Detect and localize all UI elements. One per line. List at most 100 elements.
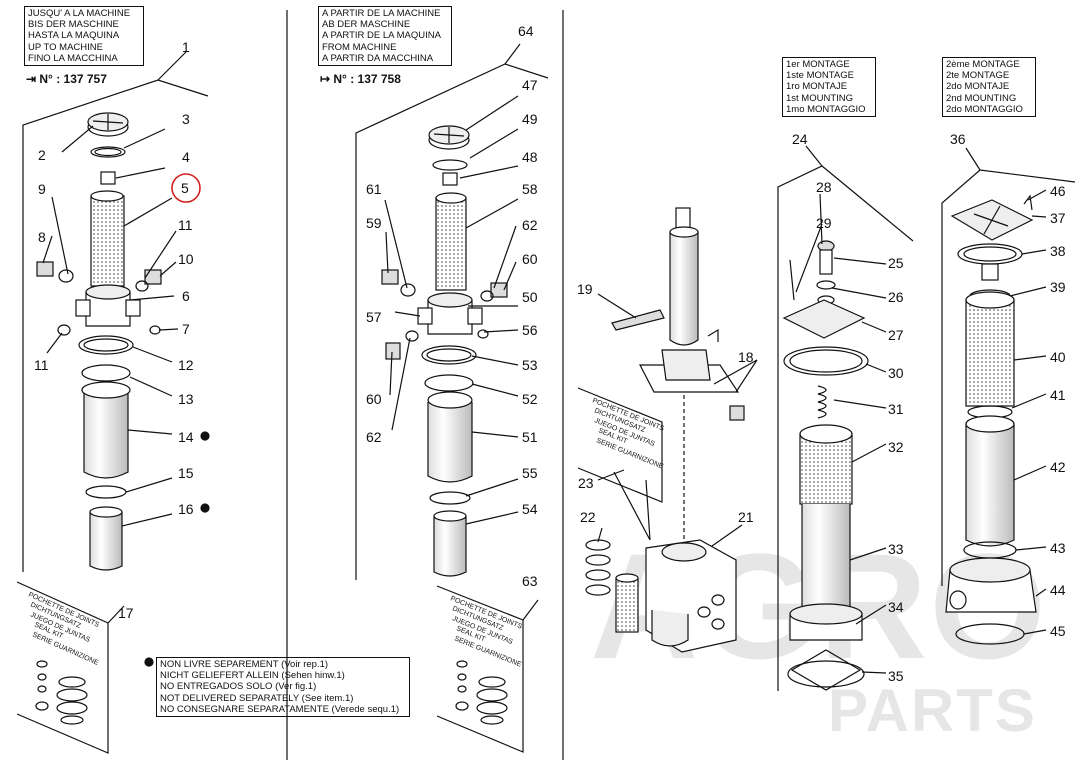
part-label: 49 — [522, 111, 538, 127]
box-line: 2nd MOUNTING — [946, 92, 1017, 104]
not-delivered-marker — [200, 503, 210, 513]
part-label: 13 — [178, 391, 194, 407]
box-line: 2te MONTAGE — [946, 70, 1010, 82]
part-label: 48 — [522, 149, 538, 165]
box-line: 2ème MONTAGE — [946, 59, 1020, 70]
part-label: 1 — [182, 39, 190, 55]
assembly-frame — [355, 63, 549, 580]
machine-number-upto: ⇥ N° : 137 757 — [26, 72, 107, 86]
part-label: 28 — [816, 179, 832, 195]
part-label: 64 — [518, 23, 534, 39]
machine-number-text: N° : 137 757 — [39, 72, 107, 86]
part-label: 62 — [366, 429, 382, 445]
part-label: 37 — [1050, 210, 1066, 226]
assembly-frame — [777, 165, 914, 691]
second-mounting-box: 2ème MONTAGE 2te MONTAGE 2do MONTAJE 2nd… — [942, 57, 1036, 118]
part-label: 44 — [1050, 582, 1066, 598]
part-label: 39 — [1050, 279, 1066, 295]
part-label: 62 — [522, 217, 538, 233]
part-label: 52 — [522, 391, 538, 407]
leader-line — [157, 51, 187, 81]
part-label: 27 — [888, 327, 904, 343]
box-line: NON LIVRE SEPAREMENT (Voir rep.1) — [160, 659, 329, 670]
part-label: 12 — [178, 357, 194, 373]
box-line: NICHT GELIEFERT ALLEIN (Sehen hinw.1) — [160, 670, 345, 682]
part-label: 24 — [792, 131, 808, 147]
part-label: 9 — [38, 181, 46, 197]
assembly-frame — [22, 79, 209, 572]
part-label: 46 — [1050, 183, 1066, 199]
part-label: 26 — [888, 289, 904, 305]
part-label: 14 — [178, 429, 194, 445]
part-label: 42 — [1050, 459, 1066, 475]
part-label: 7 — [182, 321, 190, 337]
first-mounting-box: 1er MONTAGE 1ste MONTAGE 1ro MONTAJE 1st… — [782, 57, 876, 118]
part-label: 57 — [366, 309, 382, 325]
highlight-circle — [171, 173, 201, 203]
part-label: 10 — [178, 251, 194, 267]
from-machine-box: A PARTIR DE LA MACHINE AB DER MASCHINE A… — [318, 6, 452, 67]
box-line: HASTA LA MAQUINA — [28, 30, 120, 42]
part-label: 59 — [366, 215, 382, 231]
part-label: 6 — [182, 288, 190, 304]
machine-number-from: ↦ N° : 137 758 — [320, 72, 401, 86]
part-label: 11 — [178, 217, 193, 233]
part-label: 29 — [816, 215, 832, 231]
part-label: 5 — [181, 180, 189, 196]
watermark-parts: PARTS — [828, 677, 1037, 744]
part-label: 19 — [577, 281, 593, 297]
box-line: NOT DELIVERED SEPARATELY (See item.1) — [160, 692, 354, 704]
part-label: 16 — [178, 501, 194, 517]
box-line: FROM MACHINE — [322, 41, 397, 53]
part-label: 25 — [888, 255, 904, 271]
part-label: 53 — [522, 357, 538, 373]
box-line: A PARTIR DE LA MAQUINA — [322, 30, 441, 42]
box-line: 1er MONTAGE — [786, 59, 850, 70]
part-label: 43 — [1050, 540, 1066, 556]
box-line: 2do MONTAJE — [946, 81, 1010, 93]
part-label: 50 — [522, 289, 538, 305]
box-line: BIS DER MASCHINE — [28, 19, 119, 31]
box-line: A PARTIR DA MACCHINA — [322, 52, 434, 64]
box-line: 2do MONTAGGIO — [946, 103, 1023, 115]
part-label: 58 — [522, 181, 538, 197]
box-line: 1mo MONTAGGIO — [786, 103, 866, 115]
not-delivered-separately-legend: NON LIVRE SEPAREMENT (Voir rep.1) NICHT … — [156, 657, 410, 718]
part-label: 40 — [1050, 349, 1066, 365]
box-line: UP TO MACHINE — [28, 41, 103, 53]
box-line: JUSQU' A LA MACHINE — [28, 8, 131, 19]
part-label: 3 — [182, 111, 190, 127]
part-label: 11 — [34, 357, 49, 373]
part-label: 33 — [888, 541, 904, 557]
part-label: 4 — [182, 149, 190, 165]
box-line: NO ENTREGADOS SOLO (Ver fig.1) — [160, 681, 317, 693]
assembly-frame — [941, 169, 1076, 586]
box-line: AB DER MASCHINE — [322, 19, 411, 31]
part-label: 15 — [178, 465, 194, 481]
machine-number-text: N° : 137 758 — [333, 72, 401, 86]
part-label: 61 — [366, 181, 382, 197]
part-label: 41 — [1050, 387, 1066, 403]
part-label: 60 — [366, 391, 382, 407]
part-label: 22 — [580, 509, 596, 525]
part-label: 56 — [522, 322, 538, 338]
part-label: 60 — [522, 251, 538, 267]
part-label: 18 — [738, 349, 754, 365]
part-label: 55 — [522, 465, 538, 481]
box-line: 1st MOUNTING — [786, 92, 854, 104]
part-label: 51 — [522, 429, 538, 445]
box-line: 1ste MONTAGE — [786, 70, 854, 82]
box-line: 1ro MONTAJE — [786, 81, 848, 93]
part-label: 30 — [888, 365, 904, 381]
box-line: A PARTIR DE LA MACHINE — [322, 8, 441, 19]
part-label: 36 — [950, 131, 966, 147]
part-label: 45 — [1050, 623, 1066, 639]
part-label: 38 — [1050, 243, 1066, 259]
part-label: 8 — [38, 229, 46, 245]
not-delivered-marker — [144, 657, 154, 667]
part-label: 34 — [888, 599, 904, 615]
box-line: FINO LA MACCHINA — [28, 52, 118, 64]
part-label: 2 — [38, 147, 46, 163]
part-label: 23 — [578, 475, 594, 491]
